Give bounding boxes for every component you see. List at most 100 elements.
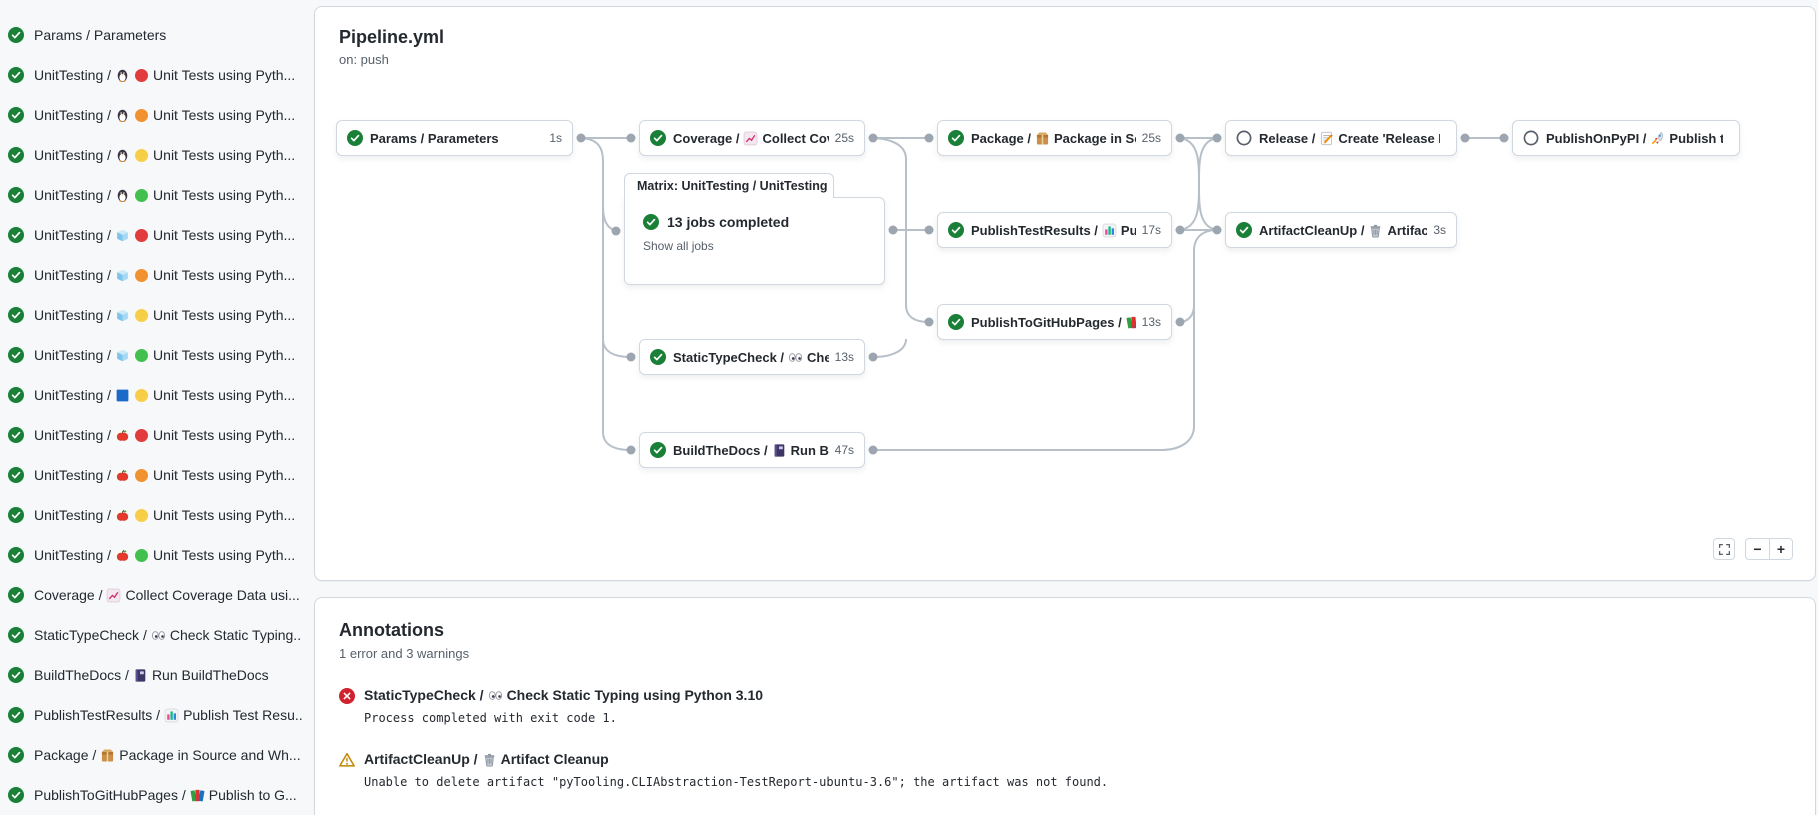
check-circle-icon [8,547,24,563]
graph-node-package[interactable]: Package /Package in So... 25s [937,120,1172,156]
matrix-label: Matrix: UnitTesting / UnitTesting [624,173,834,200]
node-label: PublishOnPyPI /Publish to ... [1546,130,1723,146]
check-circle-icon [8,227,24,243]
eyes-icon [488,688,503,703]
sidebar-job-item[interactable]: UnitTesting / Unit Tests using Pyth... [0,215,308,255]
graph-node-publishonpypi[interactable]: PublishOnPyPI /Publish to ... [1512,120,1740,156]
graph-node-artifactcleanup[interactable]: ArtifactCleanUp /Artifac... 3s [1225,212,1457,248]
annotation-warning-item[interactable]: ArtifactCleanUp / Artifact Cleanup Unabl… [339,751,1791,789]
blue-square-icon [115,388,130,403]
job-description: Unit Tests using Pyth... [153,67,296,83]
job-name: UnitTesting / [34,507,112,523]
sidebar-job-item[interactable]: UnitTesting / Unit Tests using Pyth... [0,495,308,535]
sidebar-job-item[interactable]: UnitTesting / Unit Tests using Pyth... [0,415,308,455]
sidebar-job-item[interactable]: UnitTesting / Unit Tests using Pyth... [0,535,308,575]
job-description: Unit Tests using Pyth... [153,107,296,123]
job-description: Unit Tests using Pyth... [153,507,296,523]
job-description: Check Static Typing... [169,627,302,643]
check-circle-icon [8,627,24,643]
sidebar-job-item[interactable]: UnitTesting / Unit Tests using Pyth... [0,375,308,415]
check-circle-icon [8,267,24,283]
ice-cube-icon [115,228,130,243]
graph-node-publishtogithubpages[interactable]: PublishToGitHubPages /... 13s [937,304,1172,340]
sidebar-job-item[interactable]: PublishToGitHubPages / Publish to G... [0,775,308,815]
python-version-dot-icon [135,68,149,82]
graph-node-publishtestresults[interactable]: PublishTestResults /Pu... 17s [937,212,1172,248]
sidebar-job-item[interactable]: UnitTesting / Unit Tests using Pyth... [0,455,308,495]
status-icon [1523,130,1539,146]
job-name: UnitTesting / [34,227,112,243]
job-description: Collect Coverage Data usi... [125,587,300,603]
zoom-in-button[interactable]: + [1769,538,1793,560]
sidebar-job-item[interactable]: PublishTestResults / Publish Test Resu..… [0,695,308,735]
warning-triangle-icon [339,752,355,768]
package-icon [1035,131,1050,146]
job-name: UnitTesting / [34,387,112,403]
node-label: Coverage /Collect Cove... [673,130,829,146]
check-circle-icon [8,787,24,803]
check-circle-icon [8,427,24,443]
sidebar-job-item[interactable]: BuildTheDocs / Run BuildTheDocs [0,655,308,695]
sidebar-job-item[interactable]: UnitTesting / Unit Tests using Pyth... [0,55,308,95]
node-label: Package /Package in So... [971,130,1136,146]
graph-node-buildthedocs[interactable]: BuildTheDocs /Run Buil... 47s [639,432,865,468]
sidebar-job-item[interactable]: UnitTesting / Unit Tests using Pyth... [0,255,308,295]
job-name: UnitTesting / [34,147,112,163]
memo-icon [1319,131,1334,146]
python-version-dot-icon [135,108,149,122]
apple-icon [115,548,130,563]
python-version-dot-icon [135,228,149,242]
edge [580,137,617,232]
chart-up-icon [106,588,121,603]
zoom-out-button[interactable]: − [1745,538,1769,560]
annotation-error-item[interactable]: StaticTypeCheck / Check Static Typing us… [339,687,1791,725]
job-name: UnitTesting / [34,67,112,83]
apple-icon [115,508,130,523]
node-label: PublishToGitHubPages /... [971,315,1136,330]
graph-node-coverage[interactable]: Coverage /Collect Cove... 25s [639,120,865,156]
node-label: StaticTypeCheck /Chec... [673,349,829,365]
matrix-group: Matrix: UnitTesting / UnitTesting 13 job… [624,173,885,285]
sidebar-job-item[interactable]: UnitTesting / Unit Tests using Pyth... [0,135,308,175]
node-duration: 25s [834,131,854,145]
job-description: Unit Tests using Pyth... [153,307,296,323]
check-circle-icon [8,67,24,83]
status-icon [948,314,964,330]
node-label: Params / Parameters [370,130,499,146]
graph-node-params[interactable]: Params / Parameters 1s [336,120,573,156]
job-name: PublishToGitHubPages / [34,787,186,803]
python-version-dot-icon [135,348,149,362]
eyes-icon [151,628,166,643]
fullscreen-button[interactable] [1713,538,1735,560]
sidebar-job-item[interactable]: UnitTesting / Unit Tests using Pyth... [0,175,308,215]
eyes-icon [788,350,803,365]
graph-node-release[interactable]: Release /Create 'Release P... [1225,120,1457,156]
check-circle-icon [8,747,24,763]
show-all-jobs-link[interactable]: Show all jobs [643,239,714,253]
error-x-circle-icon [339,688,355,704]
job-description: Publish Test Resu... [183,707,302,723]
sidebar-job-item[interactable]: StaticTypeCheck / Check Static Typing... [0,615,308,655]
sidebar-job-item[interactable]: Package / Package in Source and Wh... [0,735,308,775]
job-description: Package in Source and Wh... [119,747,301,763]
sidebar-job-item[interactable]: UnitTesting / Unit Tests using Pyth... [0,335,308,375]
graph-node-statictypecheck[interactable]: StaticTypeCheck /Chec... 13s [639,339,865,375]
sidebar-job-item[interactable]: UnitTesting / Unit Tests using Pyth... [0,295,308,335]
sidebar-job-item[interactable]: UnitTesting / Unit Tests using Pyth... [0,95,308,135]
check-circle-icon [8,467,24,483]
node-duration: 3s [1433,223,1446,237]
status-icon [347,130,363,146]
sidebar-job-item[interactable]: Coverage / Collect Coverage Data usi... [0,575,308,615]
workflow-file-title: Pipeline.yml [339,27,445,47]
check-circle-icon [8,187,24,203]
job-name: PublishTestResults / [34,707,161,723]
job-name: UnitTesting / [34,267,112,283]
job-description: Unit Tests using Pyth... [153,547,296,563]
python-version-dot-icon [135,508,149,522]
ice-cube-icon [115,348,130,363]
job-name: UnitTesting / [34,467,112,483]
check-circle-icon [8,707,24,723]
sidebar-job-item[interactable]: Params / Parameters [0,15,308,55]
ice-cube-icon [115,268,130,283]
status-icon [650,349,666,365]
